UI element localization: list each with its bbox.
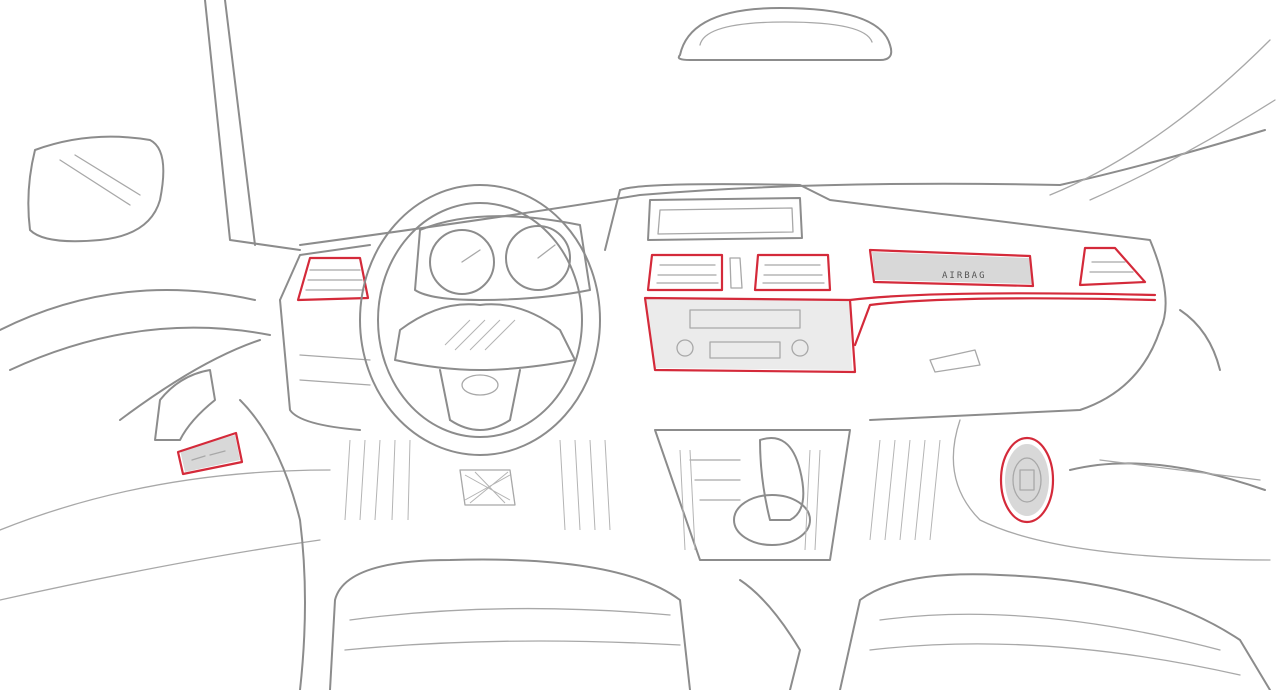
center-tunnel — [654, 429, 851, 690]
door-panel — [0, 289, 331, 690]
instrument-cluster — [414, 215, 591, 301]
window-switch-trim — [176, 431, 244, 476]
left-air-vent — [296, 256, 370, 302]
windshield-frame — [204, 0, 1276, 251]
airbag-label: AIRBAG — [942, 271, 987, 281]
rearview-mirror — [677, 7, 893, 61]
seats — [329, 558, 1271, 690]
pedals — [459, 469, 516, 506]
steering-wheel — [359, 184, 601, 456]
right-door-area — [952, 309, 1271, 561]
footwell-hatching — [344, 439, 941, 541]
infotainment-screen — [647, 197, 803, 241]
center-vents — [646, 253, 832, 292]
dashboard-trim-strip: AIRBAG — [848, 248, 1157, 347]
dashboard — [279, 183, 1167, 431]
side-control-knob — [999, 436, 1055, 524]
right-air-vent — [1078, 246, 1147, 287]
side-mirror — [27, 135, 165, 243]
center-console-trim — [643, 296, 857, 374]
